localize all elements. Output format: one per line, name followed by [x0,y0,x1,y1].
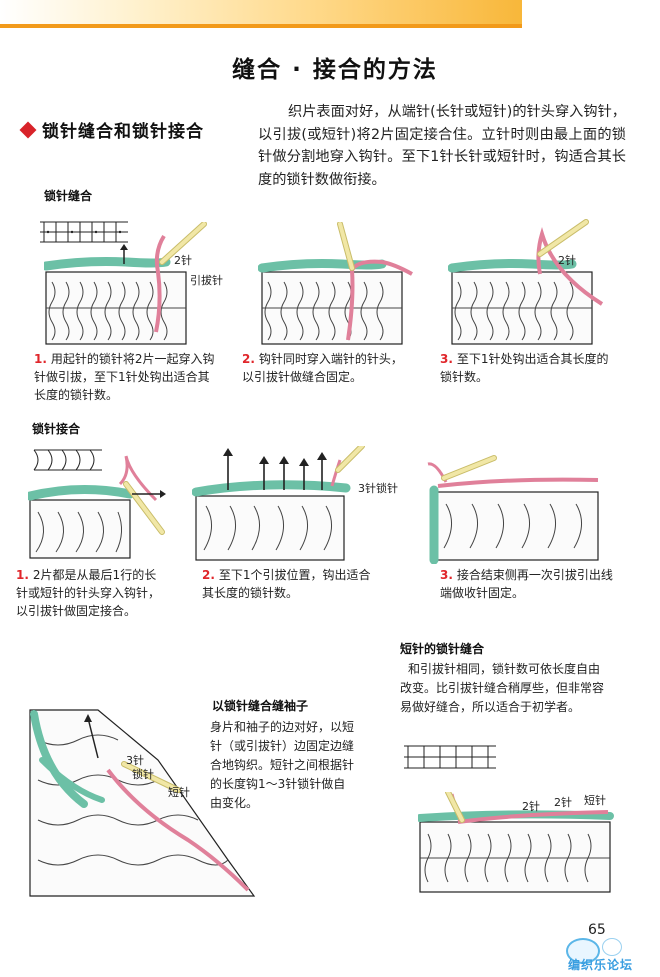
chain-seam-figure-1: 2针 引拔针 [44,222,234,347]
chain-seam-step-2: 2.钩针同时穿入端针的针头，以引拔针做缝合固定。 [242,350,412,386]
label-sc: 短针 [168,785,190,799]
chain-join-figure-1 [28,440,178,562]
chain-seam-heading: 锁针缝合 [44,189,93,203]
chain-seam-step-1: 1.用起针的锁针将2片一起穿入钩针做引拔，至下1针处钩出适合其长度的锁针数。 [34,350,216,404]
step-text: 至下1个引拔位置，钩出适合其长度的锁针数。 [202,568,371,600]
section-heading: 锁针缝合和锁针接合 [19,117,204,142]
chain-join-step-1: 1.2片都是从最后1行的长针或短针的针头穿入钩针，以引拔针做固定接合。 [16,566,164,620]
step-text: 用起针的锁针将2片一起穿入钩针做引拔，至下1针处钩出适合其长度的锁针数。 [34,352,215,402]
step-number: 2. [242,352,255,366]
logo-text: 编织乐论坛 [568,958,634,972]
step-text: 接合结束侧再一次引拔引出线端做收针固定。 [440,568,613,600]
label-chain: 锁针 [132,767,154,781]
label-three-chain: 3针锁针 [358,481,398,495]
chain-seam-figure-2 [258,222,418,347]
chain-join-step-3: 3.接合结束侧再一次引拔引出线端做收针固定。 [440,566,620,602]
label-two-stitches-c: 2针 [522,799,540,813]
diamond-bullet-icon [19,121,37,138]
sleeve-heading: 以锁针缝合缝袖子 [212,699,309,713]
step-text: 至下1针处钩出适合其长度的锁针数。 [440,352,609,384]
step-number: 3. [440,352,453,366]
step-number: 1. [16,568,29,582]
step-text: 2片都是从最后1行的长针或短针的针头穿入钩针，以引拔针做固定接合。 [16,568,161,618]
logo-badge-icon [566,938,600,964]
sc-seam-chart [404,740,500,774]
chain-seam-chart [40,216,130,248]
mascot-icon [602,938,622,956]
chain-seam-figure-3: 2针 [448,214,618,347]
page-title: 缝合 · 接合的方法 [232,57,438,83]
intro-paragraph: 织片表面对好，从端针(长针或短针)的针头穿入钩针，以引拔(或短针)将2片固定接合… [258,104,626,188]
step-text: 钩针同时穿入端针的针头，以引拔针做缝合固定。 [242,352,403,384]
sc-seam-heading: 短针的锁针缝合 [400,642,485,656]
chain-join-step-2: 2.至下1个引拔位置，钩出适合其长度的锁针数。 [202,566,378,602]
header-band [0,0,522,28]
chain-seam-step-3: 3.至下1针处钩出适合其长度的锁针数。 [440,350,610,386]
chain-join-figure-3 [424,452,614,564]
label-three-stitches: 3针 [126,753,144,767]
label-single-crochet: 短针 [584,793,606,807]
page-number: 65 [588,922,606,938]
label-two-stitches-d: 2针 [554,795,572,809]
forum-logo: 编织乐论坛 [566,938,658,974]
step-number: 1. [34,352,47,366]
section-title: 锁针缝合和锁针接合 [42,122,204,142]
chain-join-figure-2: 3针锁针 [192,446,412,564]
sleeve-text: 身片和袖子的边对好，以短针（或引拔针）边固定边缝合地钩织。短针之间根据针的长度钩… [210,720,355,810]
step-number: 2. [202,568,215,582]
step-number: 3. [440,568,453,582]
label-two-stitches-b: 2针 [558,253,576,267]
sc-seam-text: 和引拔针相同，锁针数可依长度自由改变。比引拔针缝合稍厚些，但非常容易做好缝合，所… [400,662,605,714]
label-slip-stitch: 引拔针 [190,273,223,287]
sc-seam-figure: 2针 2针 短针 [418,792,614,896]
sleeve-figure: 3针 锁针 短针 [28,700,258,898]
chain-join-heading: 锁针接合 [32,422,81,436]
label-two-stitches: 2针 [174,253,192,267]
